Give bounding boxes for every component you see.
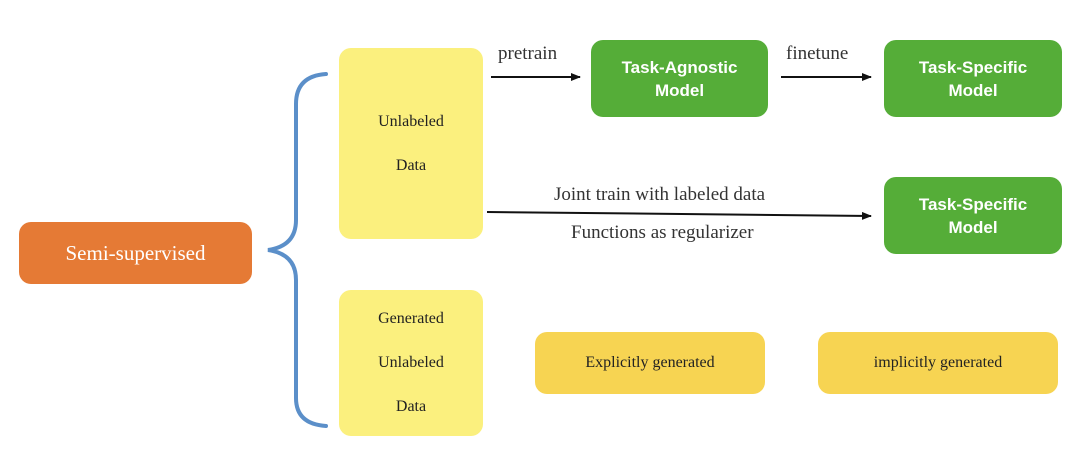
curly-brace xyxy=(267,72,328,428)
generated-data-line-1: Generated xyxy=(378,310,444,327)
regularizer-edge-label: Functions as regularizer xyxy=(571,222,754,243)
semi-supervised-node: Semi-supervised xyxy=(19,222,252,284)
generated-unlabeled-data-node: Generated Unlabeled Data xyxy=(339,290,483,436)
joint-train-arrow xyxy=(486,211,872,220)
finetune-edge-label: finetune xyxy=(786,43,849,64)
task-specific-model-node-middle: Task-Specific Model xyxy=(884,177,1062,254)
semi-supervised-label: Semi-supervised xyxy=(65,240,206,265)
unlabeled-data-line-2: Data xyxy=(395,156,427,174)
unlabeled-data-line-1: Unlabeled xyxy=(378,112,444,130)
joint-train-edge-label: Joint train with labeled data xyxy=(554,184,766,205)
task-agnostic-line-1: Task-Agnostic xyxy=(621,57,738,77)
pretrain-edge-label: pretrain xyxy=(498,43,558,64)
task-agnostic-line-2: Model xyxy=(654,80,705,100)
task-specific-mid-line-1: Task-Specific xyxy=(918,194,1028,214)
task-specific-top-line-1: Task-Specific xyxy=(918,57,1028,77)
task-specific-mid-line-2: Model xyxy=(948,217,998,237)
task-specific-model-node-top: Task-Specific Model xyxy=(884,40,1062,117)
task-agnostic-model-node: Task-Agnostic Model xyxy=(591,40,768,117)
explicitly-generated-label: Explicitly generated xyxy=(585,354,715,371)
implicitly-generated-node: implicitly generated xyxy=(818,332,1058,394)
unlabeled-data-node: Unlabeled Data xyxy=(339,48,483,239)
implicitly-generated-label: implicitly generated xyxy=(873,354,1003,371)
task-specific-top-line-2: Model xyxy=(948,80,998,100)
generated-data-line-3: Data xyxy=(395,398,427,415)
generated-data-line-2: Unlabeled xyxy=(378,354,444,371)
explicitly-generated-node: Explicitly generated xyxy=(535,332,765,394)
